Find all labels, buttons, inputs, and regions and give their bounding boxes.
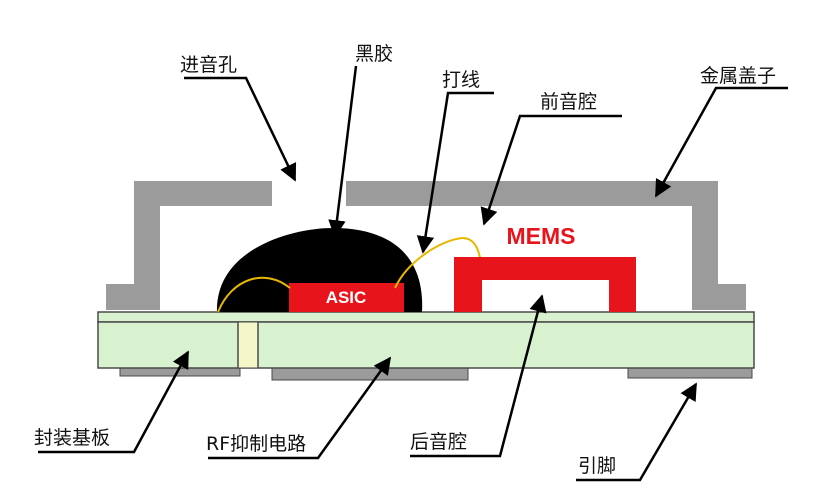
mems-chip-body: [454, 257, 636, 312]
substrate-via: [237, 321, 259, 369]
wire-bond-right: [394, 236, 481, 289]
asic-chip-body: [289, 283, 404, 312]
arrow-rf-circuit: [208, 356, 392, 460]
label-pins: 引脚: [578, 455, 616, 477]
asic-chip: ASIC: [289, 283, 404, 312]
label-rf-circuit: RF抑制电路: [206, 433, 306, 455]
arrow-substrate: [38, 350, 190, 454]
pins: [119, 365, 753, 381]
arrow-sound-hole: [184, 76, 297, 182]
labels: 进音孔 黑胶 打线 前音腔 金属盖子 封装基板 RF抑制电路 后音腔 引脚: [34, 43, 776, 477]
pin-pad-middle: [271, 367, 469, 381]
label-back-cavity: 后音腔: [410, 431, 467, 453]
arrow-back-cavity: [410, 294, 547, 458]
wire-bond-left: [217, 276, 291, 313]
asic-label: ASIC: [326, 288, 367, 307]
arrow-wire-bond: [416, 91, 494, 254]
package-substrate: [97, 311, 755, 369]
label-front-cavity: 前音腔: [540, 91, 597, 113]
wire-bonds: [217, 236, 481, 313]
metal-cap-right: [346, 181, 746, 310]
leader-lines: [38, 65, 788, 482]
arrow-front-cavity: [480, 114, 622, 226]
label-wire-bond: 打线: [442, 69, 480, 91]
metal-cap: [106, 181, 746, 310]
label-metal-cap: 金属盖子: [700, 65, 776, 87]
arrow-metal-cap: [654, 86, 788, 198]
arrow-black-glue: [328, 65, 358, 238]
arrow-pins: [576, 382, 698, 482]
substrate-body: [97, 321, 755, 369]
label-substrate: 封装基板: [34, 427, 110, 449]
label-sound-hole: 进音孔: [180, 54, 237, 76]
label-black-glue: 黑胶: [355, 43, 393, 65]
mems-label: MEMS: [507, 223, 576, 249]
metal-cap-left: [106, 181, 272, 310]
mems-chip: MEMS: [454, 223, 636, 312]
substrate-top-layer: [97, 311, 755, 323]
